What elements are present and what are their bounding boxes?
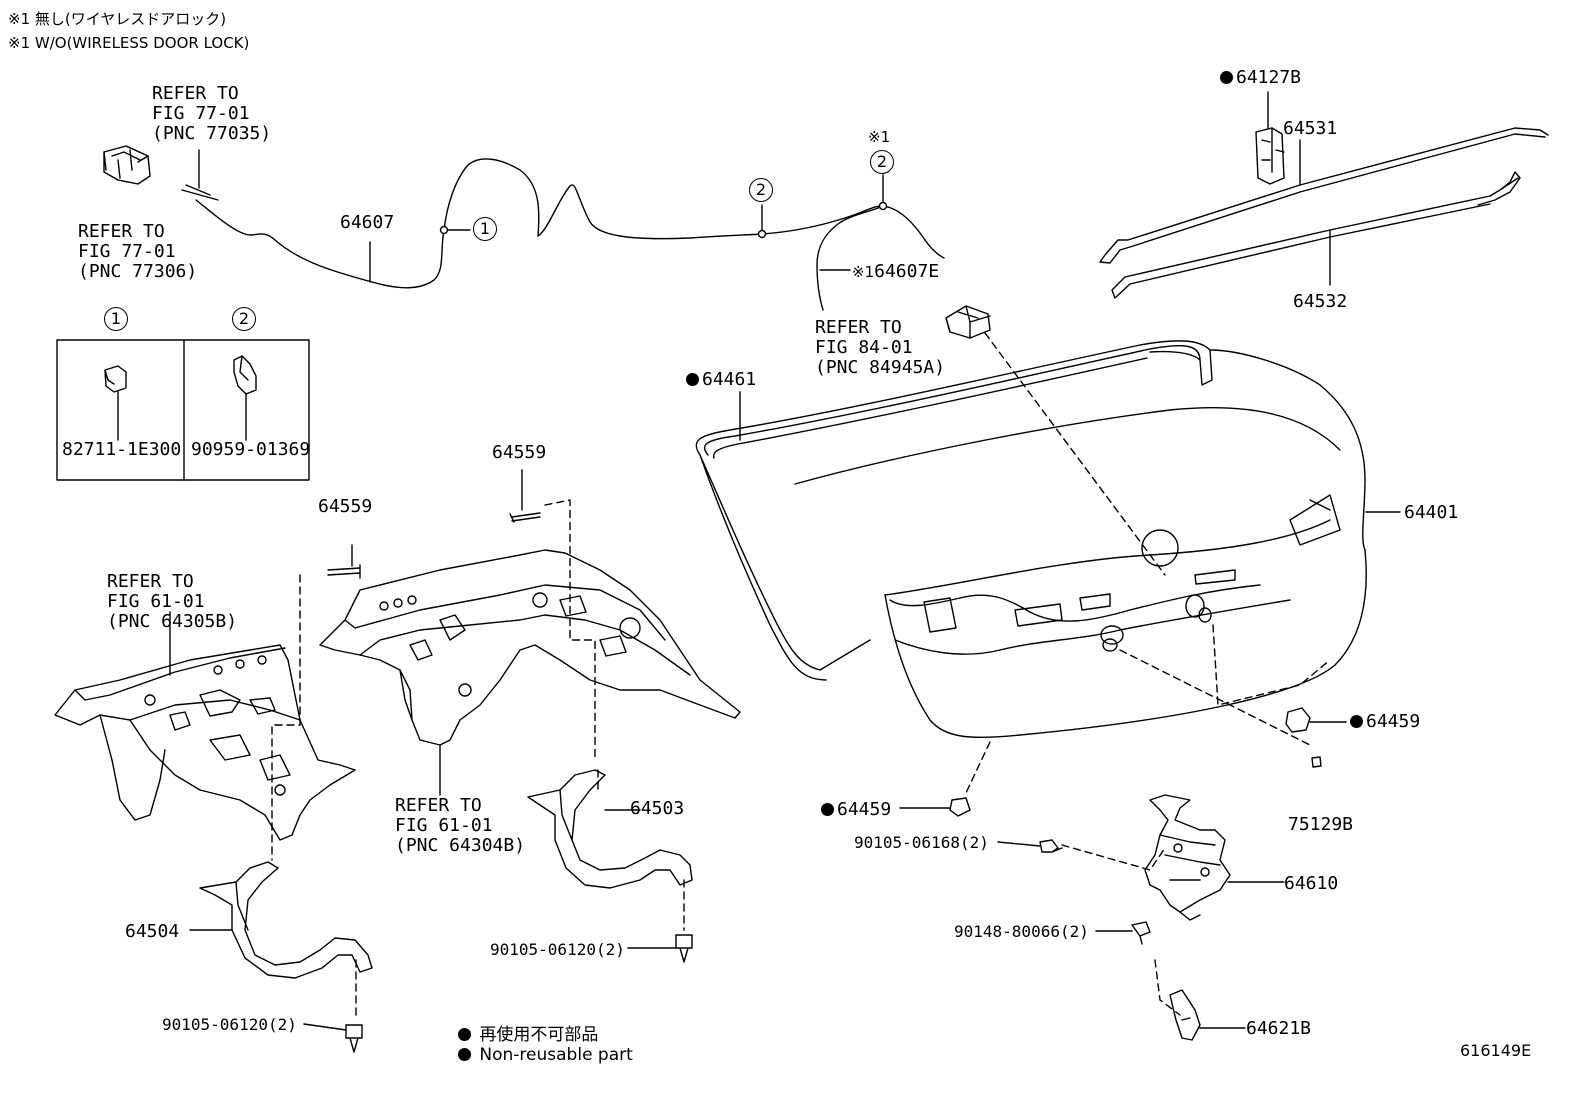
note-mark-64607E: ※1 (852, 263, 875, 281)
part-64401: 64401 (1404, 502, 1459, 523)
hinge-64503 (527, 769, 693, 889)
trunk-torsion-bars (1099, 127, 1549, 299)
bolts-64559 (327, 469, 541, 579)
floor-panel-left (54, 611, 356, 841)
non-reusable-dot-icon (686, 373, 699, 386)
figure-id: 616149E (1460, 1041, 1532, 1060)
wire-harness-64607 (181, 149, 945, 311)
marker-1-harness: 1 (473, 217, 497, 241)
inset-box (56, 339, 310, 481)
floor-panel-center (319, 549, 741, 796)
part-64459-right: 64459 (1350, 712, 1420, 732)
part-64459-left: 64459 (821, 800, 891, 820)
marker-2-branch: 2 (870, 150, 894, 174)
note-mark-top: ※1 (868, 128, 891, 146)
non-reusable-dot-icon (458, 1028, 471, 1041)
ref-fig61-64305B: REFER TO FIG 61-01 (PNC 64305B) (107, 571, 238, 632)
striker-64621B (1095, 921, 1246, 1041)
ref-fig77-77306: REFER TO FIG 77-01 (PNC 77306) (78, 221, 198, 282)
dashed-leaders (271, 499, 1331, 1021)
ref-fig84-84945A: REFER TO FIG 84-01 (PNC 84945A) (815, 317, 946, 378)
part-64127B: 64127B (1220, 68, 1301, 88)
part-64610: 64610 (1284, 873, 1339, 894)
note-jp: ※1 無し(ワイヤレスドアロック) (8, 10, 227, 28)
ref-fig77-77035: REFER TO FIG 77-01 (PNC 77035) (152, 83, 272, 144)
part-82711-1E300: 82711-1E300 (62, 439, 182, 460)
connector-84945A (945, 305, 991, 339)
marker-2-inset: 2 (232, 307, 256, 331)
note-en: ※1 W/O(WIRELESS DOOR LOCK) (8, 34, 250, 52)
part-75129B: 75129B (1288, 814, 1354, 835)
part-64532: 64532 (1293, 291, 1348, 312)
bolts-90105-06120 (303, 934, 693, 1053)
bolt-90105-06168: 90105-06168(2) (854, 833, 989, 852)
part-64531: 64531 (1283, 118, 1338, 139)
part-64607: 64607 (340, 212, 395, 233)
bolt-90105-06120-center: 90105-06120(2) (490, 940, 625, 959)
hinge-64504 (189, 861, 373, 979)
bolt-90148-80066: 90148-80066(2) (954, 922, 1089, 941)
part-64621B: 64621B (1246, 1018, 1312, 1039)
legend-en: Non-reusable part (458, 1045, 633, 1065)
connector-77306 (103, 145, 151, 185)
non-reusable-dot-icon (458, 1048, 471, 1061)
part-64461: 64461 (686, 370, 756, 390)
part-90959-01369: 90959-01369 (191, 439, 311, 460)
non-reusable-dot-icon (1350, 715, 1363, 728)
cushions-64459 (899, 707, 1347, 817)
part-64607E: ※164607E (852, 261, 940, 282)
weatherstrip-64461 (703, 345, 1201, 459)
non-reusable-dot-icon (821, 803, 834, 816)
trunk-lid-64401 (695, 340, 1401, 739)
marker-2-harness: 2 (749, 178, 773, 202)
clip-64127B (1255, 91, 1285, 185)
part-64504: 64504 (125, 921, 180, 942)
part-64503: 64503 (630, 798, 685, 819)
bolt-90105-06120-left: 90105-06120(2) (162, 1015, 297, 1034)
ref-fig61-64304B: REFER TO FIG 61-01 (PNC 64304B) (395, 795, 526, 856)
lock-64610 (997, 794, 1285, 921)
marker-1-inset: 1 (104, 307, 128, 331)
non-reusable-dot-icon (1220, 71, 1233, 84)
part-64559-left: 64559 (318, 496, 373, 517)
legend-jp: 再使用不可部品 (458, 1020, 598, 1045)
part-64559-center: 64559 (492, 442, 547, 463)
